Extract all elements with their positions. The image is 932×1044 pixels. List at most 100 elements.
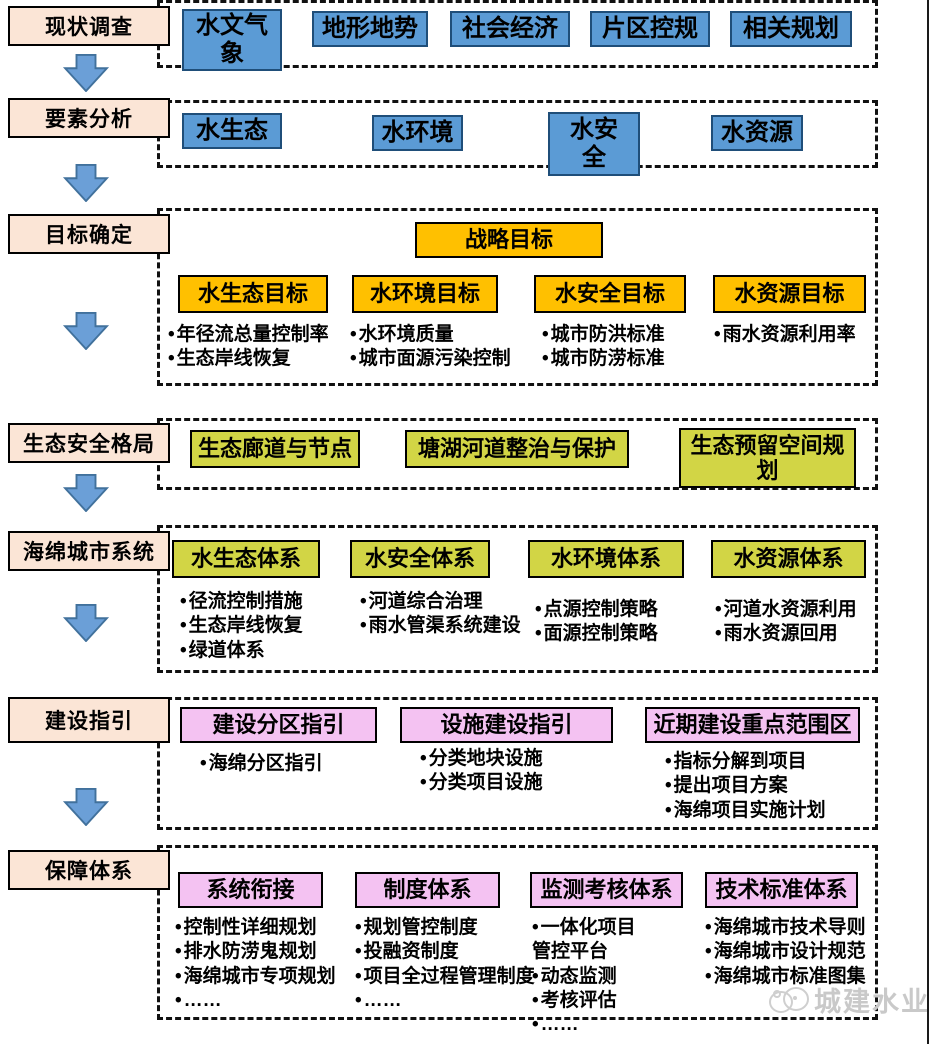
bullet-item: 投融资制度 [355, 940, 535, 964]
goal-title-box: 水安全目标 [534, 275, 686, 313]
bullet-item: 海绵城市技术导则 [705, 916, 875, 940]
stage-box-goal-setting: 目标确定 [8, 214, 170, 254]
survey-item-box: 社会经济 [450, 11, 570, 47]
down-arrow-icon [62, 312, 110, 350]
eco-security-box: 生态预留空间规 划 [679, 428, 856, 488]
bullet-item: 水环境质量 [350, 323, 540, 347]
bullet-item: 城市防洪标准 [542, 323, 712, 347]
bullet-item: 面源控制策略 [535, 622, 705, 646]
sponge-systems-container: 水生态体系 水安全体系 水环境体系 水资源体系 径流控制措施 生态岸线恢复 绿道… [157, 525, 878, 673]
bullet-item: …… [175, 989, 355, 1013]
system-bullet-list: 点源控制策略 面源控制策略 [535, 598, 705, 647]
goals-container: 战略目标 水生态目标 水环境目标 水安全目标 水资源目标 年径流总量控制率 生态… [157, 208, 878, 386]
goal-bullet-list: 年径流总量控制率 生态岸线恢复 [168, 323, 348, 372]
bullet-item: 动态监测 [532, 965, 672, 989]
bullet-item: 排水防涝鬼规划 [175, 940, 355, 964]
down-arrow-icon [62, 788, 110, 826]
bullet-item: 海绵城市专项规划 [175, 965, 355, 989]
system-title-box: 水生态体系 [172, 540, 320, 578]
bullet-item: 径流控制措施 [180, 590, 350, 614]
goal-bullet-list: 城市防洪标准 城市防涝标准 [542, 323, 712, 372]
bullet-item: 雨水管渠系统建设 [360, 614, 535, 638]
bullet-item: 提出项目方案 [665, 774, 865, 798]
bullet-item: 生态岸线恢复 [168, 347, 348, 371]
bullet-item: 年径流总量控制率 [168, 323, 348, 347]
bullet-item: 海绵城市标准图集 [705, 965, 875, 989]
survey-item-box: 地形地势 [312, 11, 428, 47]
stage-box-construction-guide: 建设指引 [8, 697, 170, 743]
survey-item-box: 相关规划 [730, 11, 852, 47]
down-arrow-icon [62, 474, 110, 512]
bullet-item: 城市防涝标准 [542, 347, 712, 371]
guarantee-bullet-list: 一体化项目 管控平台 动态监测 考核评估 …… [532, 916, 672, 1038]
guide-bullet-list: 分类地块设施 分类项目设施 [420, 747, 600, 796]
goal-title-box: 水环境目标 [352, 275, 498, 313]
watermark-text: 城建水业 [814, 987, 930, 1017]
guarantee-title-box: 监测考核体系 [530, 872, 683, 908]
bullet-item: 分类地块设施 [420, 747, 600, 771]
guarantee-bullet-list: 规划管控制度 投融资制度 项目全过程管理制度 …… [355, 916, 535, 1013]
system-bullet-list: 河道综合治理 雨水管渠系统建设 [360, 590, 535, 639]
bullet-item: 生态岸线恢复 [180, 614, 350, 638]
guarantee-title-box: 系统衔接 [178, 872, 323, 908]
stage-box-guarantee-system: 保障体系 [8, 850, 170, 890]
eco-security-box: 生态廊道与节点 [190, 430, 360, 468]
down-arrow-icon [62, 54, 110, 92]
stage-box-element-analysis: 要素分析 [8, 98, 170, 138]
element-analysis-container: 水生态 水环境 水安 全 水资源 [157, 100, 878, 176]
eco-security-container: 生态廊道与节点 塘湖河道整治与保护 生态预留空间规 划 [157, 418, 878, 490]
bullet-item: 海绵城市设计规范 [705, 940, 875, 964]
bullet-item: 海绵分区指引 [200, 752, 380, 776]
bullet-item: 雨水资源利用率 [714, 323, 879, 347]
survey-item-box: 片区控规 [590, 11, 710, 47]
bullet-item: 一体化项目 管控平台 [532, 916, 672, 965]
strategic-goal-box: 战略目标 [415, 222, 603, 258]
guide-title-box: 近期建设重点范围区 [645, 707, 860, 743]
eco-security-box: 塘湖河道整治与保护 [405, 430, 629, 468]
goal-title-box: 水资源目标 [713, 275, 866, 313]
bullet-item: 雨水资源回用 [715, 622, 880, 646]
bullet-item: 河道水资源利用 [715, 598, 880, 622]
guarantee-system-container: 系统衔接 制度体系 监测考核体系 技术标准体系 控制性详细规划 排水防涝鬼规划 … [157, 845, 878, 1035]
survey-item-box: 水文气 象 [182, 9, 282, 71]
bullet-item: 考核评估 [532, 989, 672, 1013]
guarantee-title-box: 制度体系 [355, 872, 500, 908]
bullet-item: 规划管控制度 [355, 916, 535, 940]
down-arrow-icon [62, 164, 110, 202]
system-bullet-list: 河道水资源利用 雨水资源回用 [715, 598, 880, 647]
bullet-item: …… [355, 989, 535, 1013]
stage-box-sponge-system: 海绵城市系统 [8, 531, 170, 571]
guarantee-title-box: 技术标准体系 [705, 872, 858, 908]
bullet-item: 控制性详细规划 [175, 916, 355, 940]
system-title-box: 水环境体系 [528, 540, 684, 578]
element-box: 水生态 [182, 113, 282, 149]
element-box: 水安 全 [548, 112, 640, 176]
stage-box-survey: 现状调查 [8, 6, 170, 46]
guide-title-box: 设施建设指引 [400, 707, 613, 743]
bullet-item: …… [532, 1013, 672, 1037]
goal-bullet-list: 雨水资源利用率 [714, 323, 879, 347]
guarantee-bullet-list: 海绵城市技术导则 海绵城市设计规范 海绵城市标准图集 [705, 916, 875, 989]
bullet-item: 指标分解到项目 [665, 750, 865, 774]
guide-title-box: 建设分区指引 [180, 707, 377, 743]
system-bullet-list: 径流控制措施 生态岸线恢复 绿道体系 [180, 590, 350, 663]
construction-guide-container: 建设分区指引 设施建设指引 近期建设重点范围区 海绵分区指引 分类地块设施 分类… [157, 697, 878, 830]
bullet-item: 分类项目设施 [420, 771, 600, 795]
watermark: 城建水业 [768, 980, 930, 1019]
bullet-item: 城市面源污染控制 [350, 347, 540, 371]
bullet-item: 河道综合治理 [360, 590, 535, 614]
system-title-box: 水安全体系 [350, 540, 490, 578]
stage-box-eco-security: 生态安全格局 [8, 423, 170, 463]
element-box: 水资源 [711, 115, 803, 151]
goal-bullet-list: 水环境质量 城市面源污染控制 [350, 323, 540, 372]
element-box: 水环境 [372, 115, 463, 151]
system-title-box: 水资源体系 [711, 540, 866, 578]
guide-bullet-list: 指标分解到项目 提出项目方案 海绵项目实施计划 [665, 750, 865, 823]
right-border-line [927, 0, 929, 1044]
survey-items-container: 水文气 象 地形地势 社会经济 片区控规 相关规划 [157, 0, 878, 71]
guarantee-bullet-list: 控制性详细规划 排水防涝鬼规划 海绵城市专项规划 …… [175, 916, 355, 1013]
watermark-logo [769, 986, 809, 1013]
guide-bullet-list: 海绵分区指引 [200, 752, 380, 776]
goal-title-box: 水生态目标 [178, 275, 328, 313]
